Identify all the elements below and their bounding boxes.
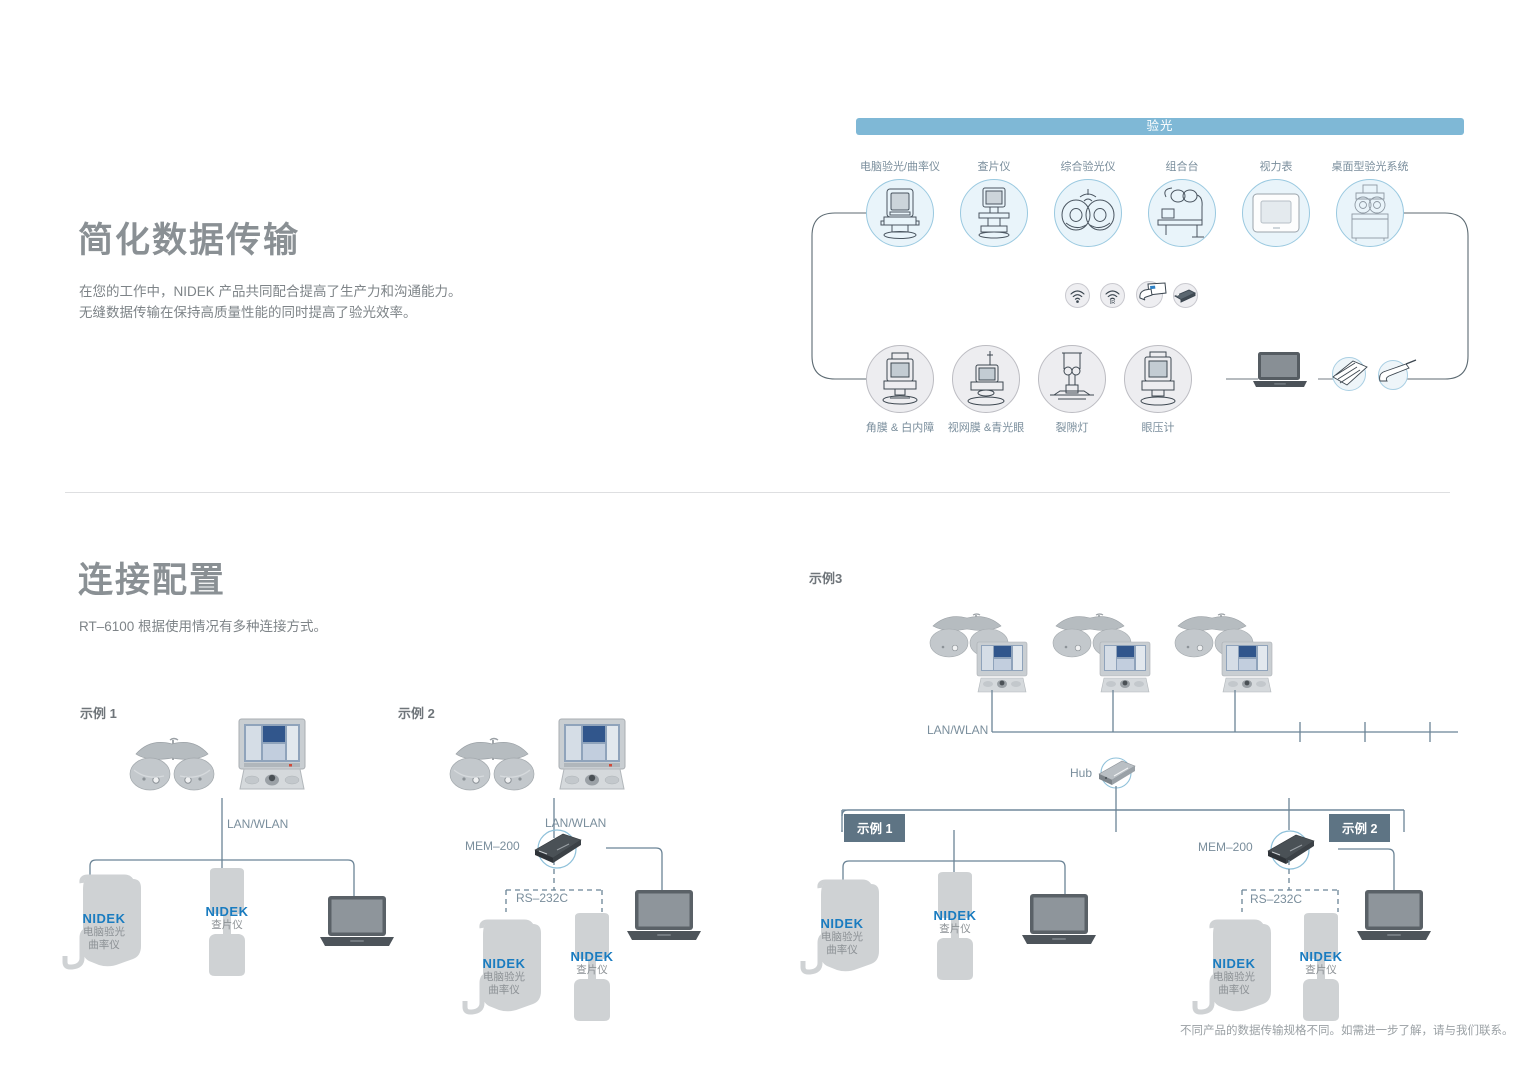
laptop-icon: [1253, 352, 1307, 387]
flow-node-label: 查片仪: [977, 161, 1011, 173]
icon-circle: [1065, 283, 1090, 308]
ex3-hub-device[interactable]: [1092, 755, 1140, 791]
ex3-left-device-autorefractor[interactable]: NIDEK 电脑验光 曲率仪: [800, 879, 885, 985]
example3-hub-label: Hub: [1070, 766, 1093, 780]
ex3-unit-1: [925, 612, 1030, 697]
optometry-workflow-diagram: 验光: [800, 108, 1480, 468]
barcode-scanner-icon: [1173, 283, 1198, 308]
ex3-right-laptop-icon[interactable]: [1355, 888, 1435, 946]
ex2-laptop-icon[interactable]: [625, 888, 705, 946]
lensmeter-silhouette-icon: [209, 868, 245, 976]
example3-branch-lines: [841, 786, 1405, 832]
tonometer-icon: [1140, 351, 1176, 406]
flow-node-label: 眼压计: [1141, 422, 1175, 434]
flow-node-label: 视力表: [1259, 161, 1293, 173]
cornea-cataract-icon: [882, 352, 918, 405]
hub-icon: [1098, 757, 1136, 789]
node-bubble: [866, 179, 934, 247]
flow-banner: 验光: [856, 118, 1464, 135]
autorefractor-silhouette-icon: [62, 874, 141, 970]
section1-title: 简化数据传输: [78, 221, 301, 260]
example3-branch-left-badge: 示例 1: [844, 814, 906, 842]
ex2-device-autorefractor[interactable]: NIDEK 电脑验光 曲率仪: [462, 919, 547, 1025]
wifi-icon: [1065, 283, 1090, 308]
node-bubble: [1038, 345, 1106, 413]
flow-node-label: 组合台: [1165, 161, 1199, 173]
section2-title: 连接配置: [78, 561, 227, 600]
mem200-icon: [1267, 830, 1315, 870]
example1-label: 示例 1: [80, 706, 117, 721]
ex3-unit-3: [1170, 612, 1275, 697]
ex3-unit-2: [1048, 612, 1153, 697]
example3-network-label: LAN/WLAN: [927, 723, 989, 737]
slit-lamp-icon: [1050, 352, 1094, 400]
example3-serial-label: RS–232C: [1250, 892, 1303, 906]
example2-label: 示例 2: [398, 706, 435, 721]
example1-network-label: LAN/WLAN: [227, 817, 289, 831]
node-bubble: [1148, 179, 1216, 247]
handheld-scanner-icon: [1378, 359, 1417, 392]
lensmeter-silhouette-icon: [1303, 913, 1339, 1021]
printer-icon: [1332, 357, 1368, 393]
node-bubble: [1124, 345, 1192, 413]
section2-paragraph: RT–6100 根据使用情况有多种连接方式。: [79, 619, 328, 634]
section2-footnote: 不同产品的数据传输规格不同。如需进一步了解，请与我们联系。: [1180, 1025, 1514, 1037]
section1-paragraph-line1: 在您的工作中，NIDEK 产品共同配合提高了生产力和沟通能力。: [79, 284, 462, 299]
flow-node-label: 桌面型验光系统: [1331, 161, 1409, 173]
node-bubble: [866, 345, 934, 413]
ex3-left-laptop-icon[interactable]: [1020, 892, 1100, 950]
node-bubble: [1336, 179, 1404, 247]
autorefractor-silhouette-icon: [1192, 919, 1271, 1015]
flow-node-label: 综合验光仪: [1060, 161, 1116, 173]
ex3-right-device-lensmeter[interactable]: NIDEK 查片仪: [1292, 913, 1350, 1025]
mem200-icon: [534, 829, 582, 869]
lensmeter-silhouette-icon: [937, 872, 973, 980]
example2-hub-label: MEM–200: [465, 839, 520, 853]
autorefractor-keratometer-icon: [880, 188, 920, 239]
lensmeter-silhouette-icon: [574, 913, 610, 1021]
retina-glaucoma-icon: [967, 351, 1005, 406]
example2-connector-lines: [505, 798, 663, 912]
example3-right-branch-lines: [1241, 798, 1395, 912]
ex3-mem200-device[interactable]: [1258, 829, 1322, 871]
card-reader-icon: [1136, 281, 1167, 309]
section-divider: [65, 492, 1450, 493]
acuity-chart-icon: [1252, 193, 1300, 233]
phoropter-console-unit-icon: [1052, 613, 1151, 693]
flow-node-label: 电脑验光/曲率仪: [859, 161, 941, 173]
ex1-device-autorefractor[interactable]: NIDEK 电脑验光 曲率仪: [62, 874, 147, 980]
example2-serial-label: RS–232C: [516, 891, 569, 905]
example3-bus-lines: [991, 690, 1458, 742]
ex3-left-device-lensmeter[interactable]: NIDEK 查片仪: [926, 872, 984, 984]
ex2-mem200-device[interactable]: [525, 828, 589, 870]
autorefractor-silhouette-icon: [800, 879, 879, 975]
ex2-device-lensmeter[interactable]: NIDEK 查片仪: [563, 913, 621, 1025]
ex3-right-device-autorefractor[interactable]: NIDEK 电脑验光 曲率仪: [1192, 919, 1277, 1025]
flow-node-label: 角膜 & 白内障: [865, 422, 935, 434]
ex1-laptop-icon[interactable]: [318, 894, 398, 952]
flow-node-label: 视网膜 &青光眼: [947, 422, 1025, 434]
lensmeter-icon: [978, 187, 1010, 239]
rt6100-console-ex2: [558, 718, 626, 790]
example3-mem-label: MEM–200: [1198, 840, 1253, 854]
phoropter-console-unit-icon: [1174, 613, 1273, 693]
infrared-icon: IR: [1100, 283, 1125, 308]
example2-network-label: LAN/WLAN: [545, 816, 607, 830]
icon-circle: [1100, 283, 1125, 308]
example3-label: 示例3: [809, 571, 843, 586]
ex1-device-lensmeter[interactable]: NIDEK 查片仪: [198, 868, 256, 980]
svg-text:IR: IR: [1110, 300, 1115, 306]
flow-node-label: 裂隙灯: [1055, 422, 1089, 434]
phoropter-console-unit-icon: [929, 613, 1028, 693]
phoropter-photo-ex2: [449, 737, 535, 791]
refraction-unit-icon: [1157, 187, 1204, 238]
section1-paragraph-line2: 无缝数据传输在保持高质量性能的同时提高了验光效率。: [79, 305, 417, 320]
autorefractor-silhouette-icon: [462, 919, 541, 1015]
example3-branch-right-badge: 示例 2: [1329, 814, 1391, 842]
phoropter-photo-ex1: [129, 737, 215, 791]
phoropter-icon: [1061, 189, 1115, 231]
tabletop-refraction-system-icon: [1351, 184, 1389, 241]
rt6100-console-ex1: [238, 718, 306, 790]
